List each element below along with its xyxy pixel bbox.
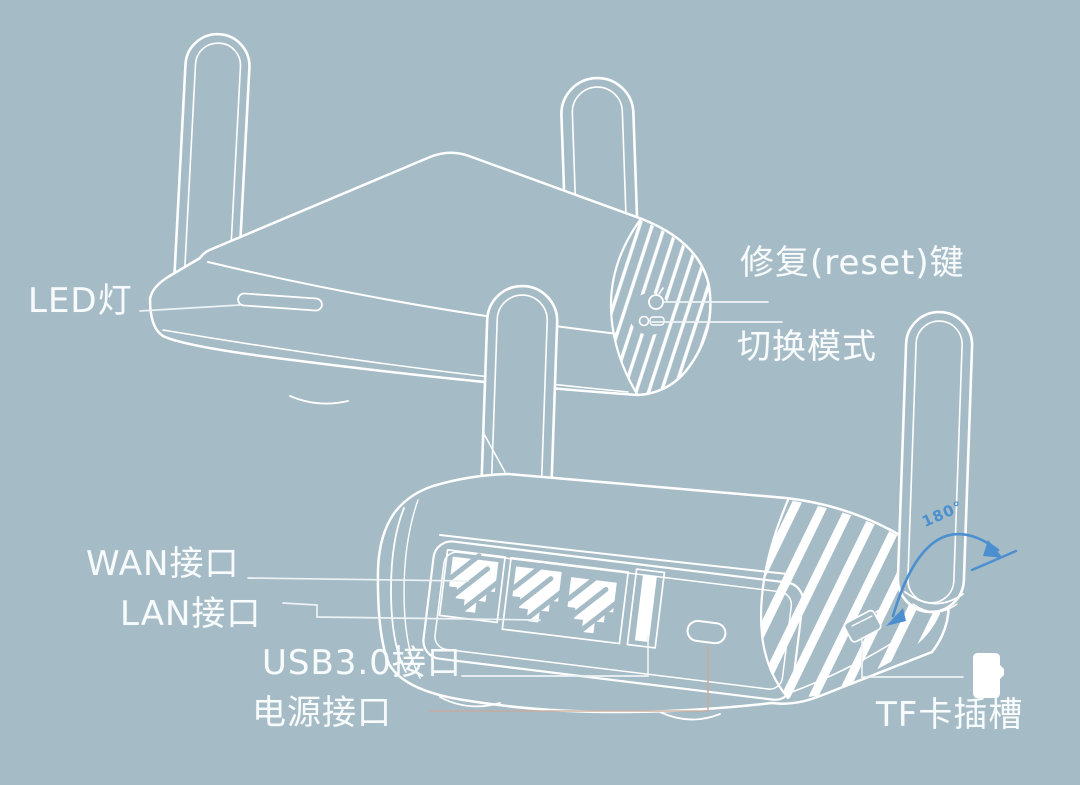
- label-usb: USB3.0接口: [262, 643, 462, 683]
- usb-a-tongue: [634, 574, 657, 643]
- mode-switch-slider: [649, 316, 665, 326]
- wan-leader: [247, 577, 469, 582]
- microsd-card-icon: [973, 653, 1004, 698]
- label-lan: LAN接口: [120, 594, 262, 634]
- label-power: 电源接口: [252, 693, 392, 733]
- led-window: [237, 292, 323, 312]
- tf-slot-icon: [843, 607, 885, 643]
- rear-edge-line: [483, 433, 506, 473]
- usb-leader: [461, 635, 649, 677]
- label-mode-switch: 切换模式: [737, 327, 877, 367]
- port-panel: [422, 540, 805, 701]
- lan-port-2: [565, 573, 619, 634]
- top-router-body: [148, 151, 712, 397]
- wan-port: [447, 553, 501, 613]
- top-router-front-edge: [207, 261, 619, 335]
- leader-lines: [139, 301, 964, 678]
- left-cap-arc-inner: [403, 499, 421, 679]
- top-router-bottom-edge: [162, 329, 629, 393]
- mode-switch-knob: [638, 315, 650, 327]
- antenna-hinge-inner: [912, 603, 958, 613]
- left-cap-arc-outer: [390, 507, 407, 673]
- label-reset: 修复(reset)键: [740, 243, 965, 283]
- tf-leader: [861, 637, 964, 678]
- label-led: LED灯: [28, 281, 133, 321]
- usb-a-port: [626, 568, 666, 649]
- reset-button-mark: [658, 287, 664, 295]
- bottom-cap-rim: [791, 637, 901, 693]
- lan-port-frame: [501, 556, 630, 645]
- usb-c-port: [686, 619, 727, 645]
- top-router-cap-boundary: [609, 218, 642, 396]
- led-leader: [139, 304, 241, 312]
- lan-leader: [282, 602, 541, 621]
- antenna-bottom-right: [896, 310, 974, 614]
- bottom-router-foot-right: [659, 711, 721, 721]
- bottom-router-ridge: [439, 534, 789, 575]
- label-tf-slot: TF卡插槽: [876, 695, 1024, 735]
- bottom-cap-boundary: [759, 498, 790, 700]
- antenna-hinge-outer: [904, 591, 964, 605]
- top-router-foot: [289, 395, 349, 405]
- recess-inner: [434, 551, 793, 690]
- label-wan: WAN接口: [86, 544, 240, 584]
- recess-outer: [422, 540, 805, 701]
- top-router: [148, 32, 712, 405]
- rotation-arrow-icon: [886, 532, 1018, 626]
- lan-port-1: [510, 563, 564, 623]
- reset-button: [648, 294, 664, 310]
- power-leader: [429, 645, 709, 712]
- bottom-router-foot-left: [439, 696, 501, 708]
- bottom-router: [376, 284, 974, 721]
